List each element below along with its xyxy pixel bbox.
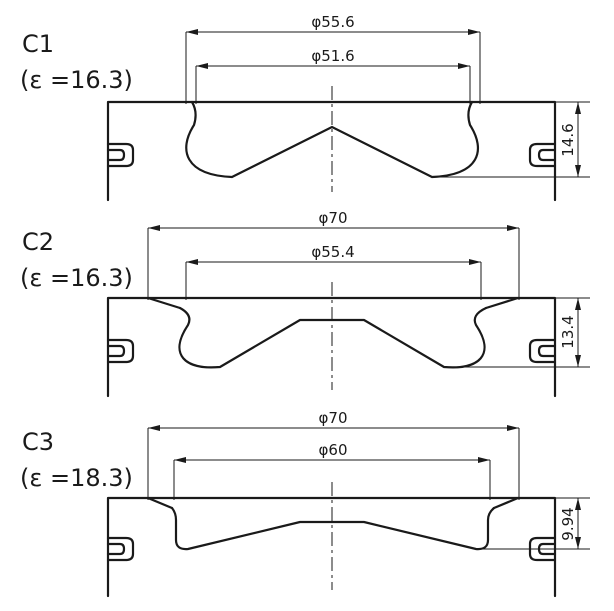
c1-title: C1	[22, 30, 54, 58]
c1-outer-diameter: φ55.6	[311, 13, 354, 31]
c3-bowl-depth: 9.94	[559, 507, 577, 540]
c2-inner-diameter: φ55.4	[311, 243, 354, 261]
c1-inner-diameter: φ51.6	[311, 47, 354, 65]
c2-left-chamfer	[146, 296, 182, 310]
section-c3: C3 (ε =18.3) φ70 φ60 9.94	[20, 409, 590, 598]
c1-bowl-profile	[185, 100, 479, 179]
c2-bowl-depth: 13.4	[559, 315, 577, 348]
c1-right-ring-groove	[528, 142, 557, 168]
c1-left-ring-groove	[106, 142, 135, 168]
section-c1: C1 (ε =16.3) φ55.6 φ51.6 14.6	[20, 13, 590, 202]
c3-outer-diameter: φ70	[319, 409, 348, 427]
c2-left-ring-groove	[106, 338, 135, 364]
c3-piston-top	[106, 496, 557, 598]
section-c2: C2 (ε =16.3) φ70 φ55.4 13.4	[20, 209, 590, 398]
c1-bowl-depth: 14.6	[559, 123, 577, 156]
c2-ratio: (ε =16.3)	[20, 264, 133, 292]
c3-right-chamfer	[492, 496, 520, 510]
c2-title: C2	[22, 228, 54, 256]
c2-right-chamfer	[484, 296, 520, 310]
c2-right-ring-groove	[528, 338, 557, 364]
c2-outer-diameter: φ70	[319, 209, 348, 227]
c3-title: C3	[22, 428, 54, 456]
c3-left-chamfer	[146, 496, 174, 510]
c1-ratio: (ε =16.3)	[20, 66, 133, 94]
c3-bowl-profile	[170, 506, 496, 551]
c3-ratio: (ε =18.3)	[20, 464, 133, 492]
c2-bowl-profile	[178, 306, 488, 369]
c3-left-ring-groove	[106, 536, 135, 562]
c3-inner-diameter: φ60	[319, 441, 348, 459]
